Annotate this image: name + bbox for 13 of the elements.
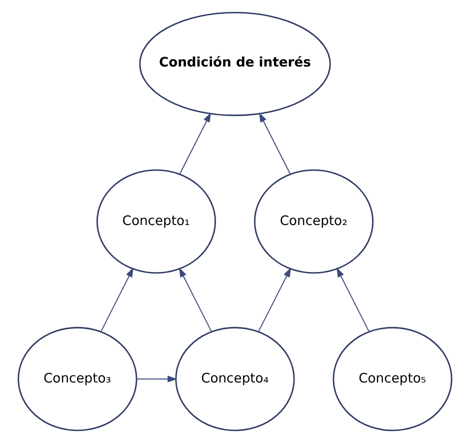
- node-ellipse: Concepto₅: [332, 326, 452, 432]
- arrow: [100, 267, 134, 332]
- arrow: [136, 376, 178, 382]
- arrow: [259, 112, 291, 174]
- arrow: [179, 112, 211, 174]
- node-ellipse: Concepto₄: [175, 326, 295, 432]
- node-ellipse: Concepto₂: [254, 169, 374, 274]
- arrow: [258, 267, 292, 332]
- node-ellipse: Concepto₃: [18, 326, 138, 432]
- arrow: [178, 267, 212, 332]
- node-ellipse: Condición de interés: [139, 12, 331, 116]
- arrow: [336, 267, 370, 332]
- node-ellipse: Concepto₁: [96, 169, 216, 274]
